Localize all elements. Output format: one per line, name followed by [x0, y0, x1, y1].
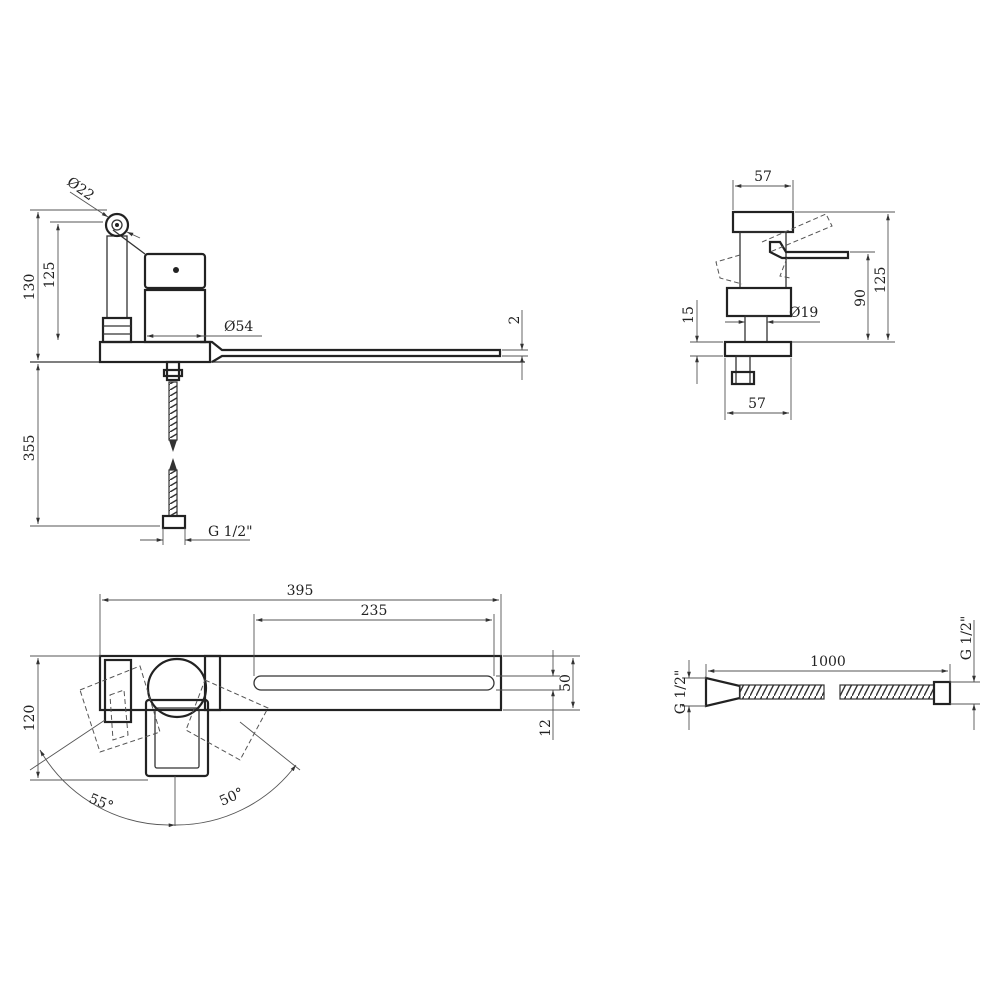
dim-dia22: Ø22 — [64, 174, 97, 204]
dim-12: 12 — [538, 719, 554, 737]
plan-lever — [144, 698, 210, 778]
hose-view: 1000 G 1/2" G 1/2" — [673, 616, 980, 730]
shower-hose-left — [739, 684, 825, 700]
lever-handle — [143, 252, 207, 290]
dim-55deg: 55° — [87, 791, 116, 815]
dim-125: 125 — [42, 262, 58, 289]
front-view: 57 125 90 15 Ø19 57 — [681, 169, 895, 420]
front-lever — [731, 210, 795, 234]
plan-view: 55° 50° 395 235 120 50 12 — [22, 583, 580, 828]
handshower-base — [101, 316, 133, 344]
supply-hose — [168, 381, 178, 441]
dim-15: 15 — [681, 306, 697, 324]
dim-dia54: Ø54 — [224, 319, 253, 335]
dim-1000: 1000 — [810, 654, 846, 670]
dim-2: 2 — [507, 316, 523, 325]
dim-90: 90 — [853, 289, 869, 307]
dim-57-top: 57 — [754, 169, 772, 185]
dim-g12-right: G 1/2" — [959, 616, 975, 661]
hose-nut — [161, 514, 187, 530]
dim-395: 395 — [287, 583, 314, 599]
front-base — [723, 340, 793, 358]
dim-g12-left: G 1/2" — [673, 670, 689, 715]
plan-base — [98, 654, 222, 712]
plan-spout — [203, 654, 503, 712]
hose-nut-end — [932, 680, 952, 706]
plan-body — [146, 657, 208, 719]
dim-120: 120 — [22, 705, 38, 732]
dim-355: 355 — [22, 435, 38, 462]
handshower-holder — [106, 235, 128, 319]
shower-hose-right — [839, 684, 935, 700]
front-body — [725, 286, 793, 318]
dim-125-front: 125 — [873, 267, 889, 294]
dim-57-bottom: 57 — [748, 396, 766, 412]
dim-dia19: Ø19 — [789, 305, 818, 321]
handshower-head — [104, 212, 130, 238]
hose-cone-end — [704, 676, 742, 708]
plan-spout-slot — [253, 675, 495, 691]
spout — [200, 340, 502, 363]
front-spout — [768, 240, 850, 260]
mixer-body — [143, 288, 207, 344]
base-plate — [98, 340, 212, 364]
dim-g12-side: G 1/2" — [208, 524, 253, 540]
plan-handshower — [103, 658, 133, 724]
dim-235: 235 — [361, 603, 388, 619]
dim-50: 50 — [558, 674, 574, 692]
dim-130: 130 — [22, 274, 38, 301]
dim-50deg: 50° — [217, 785, 246, 810]
side-view: 130 125 355 Ø22 Ø54 2 G 1/2" — [22, 174, 528, 545]
